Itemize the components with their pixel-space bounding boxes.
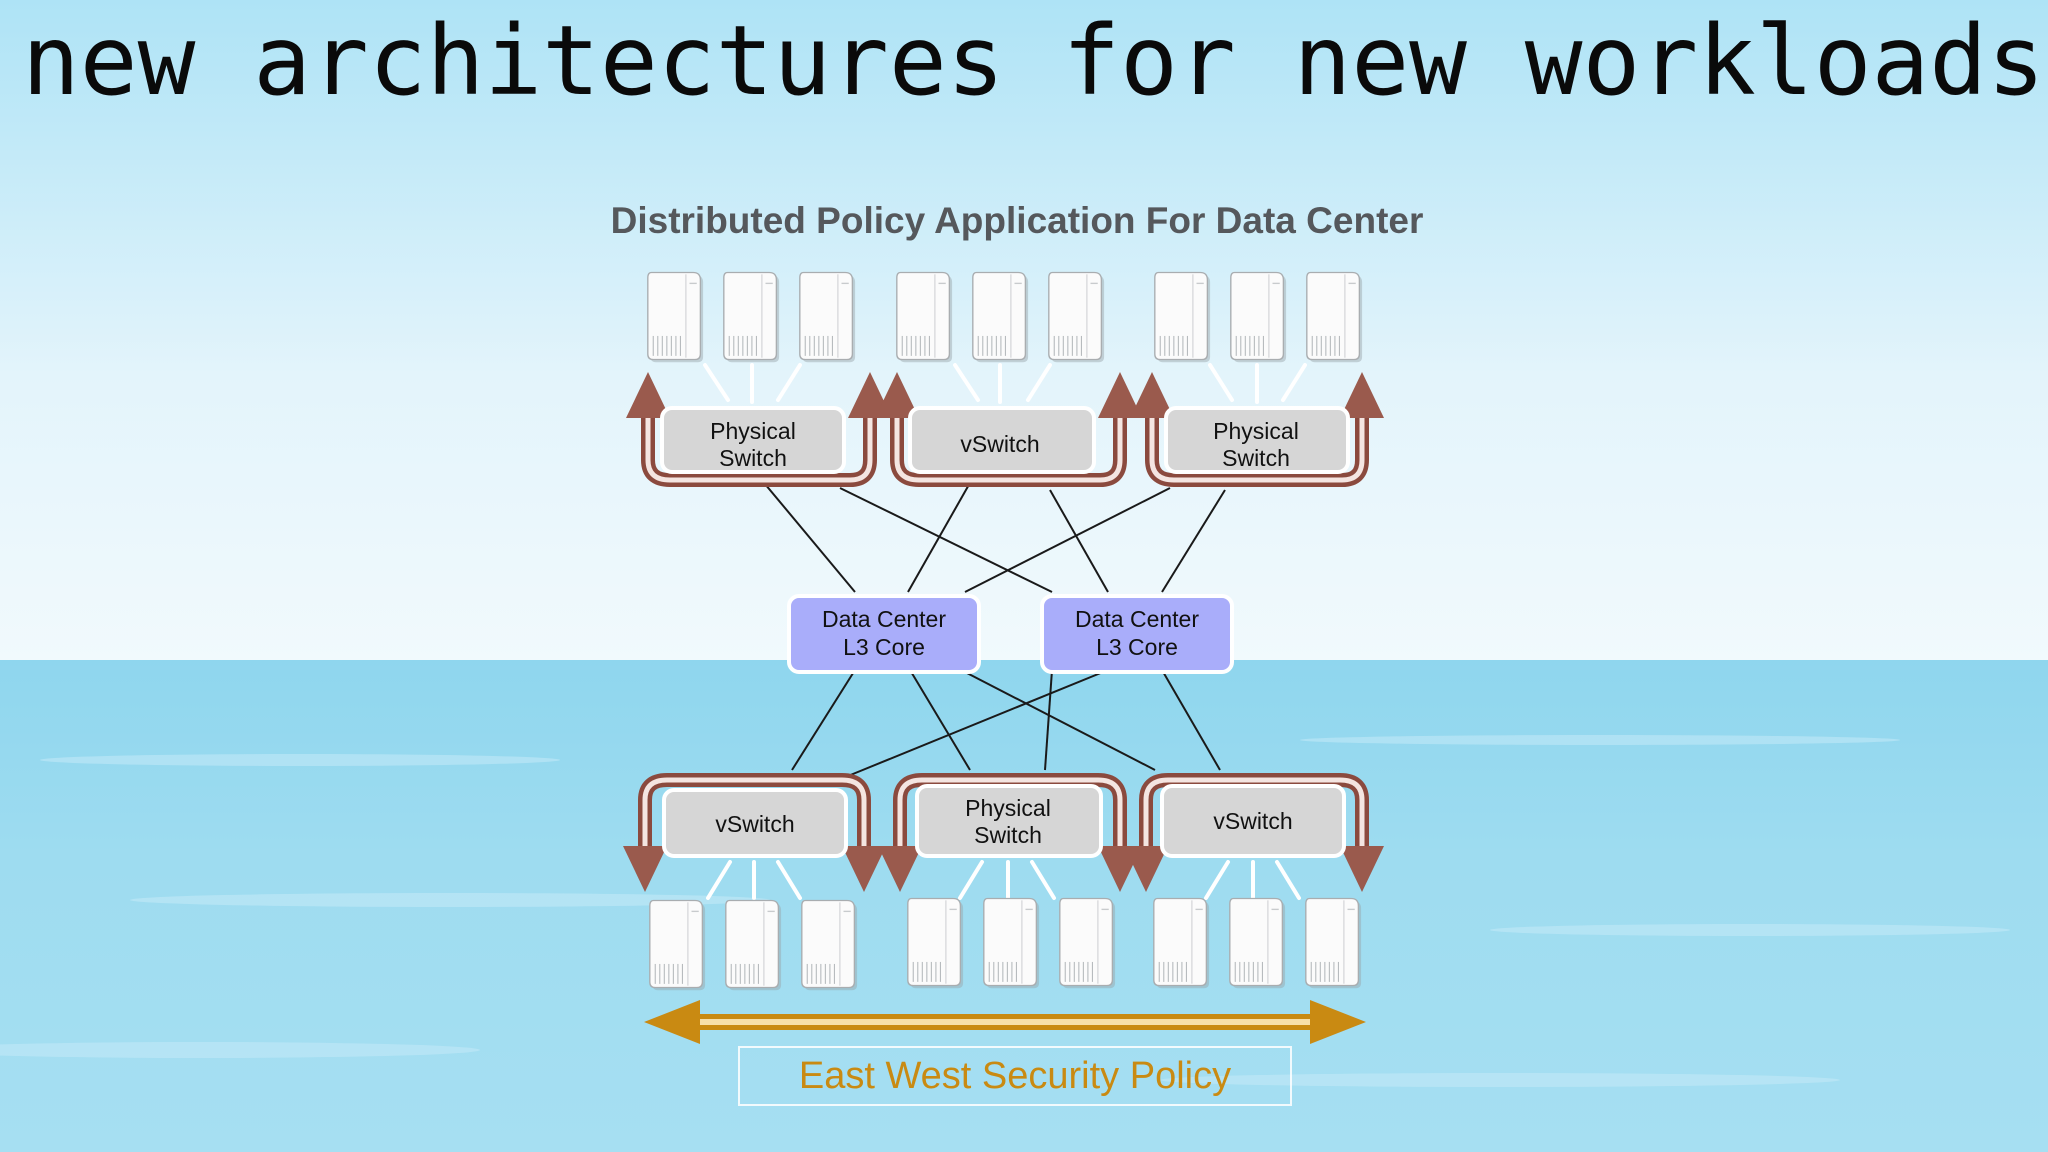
server-icon: [1153, 897, 1210, 989]
server-icon: [907, 897, 964, 989]
switch-label: Physical: [1213, 418, 1299, 444]
server-icon: [1048, 271, 1105, 363]
server-icon: [647, 271, 704, 363]
policy-label: East West Security Policy: [798, 1054, 1232, 1097]
bottom-switch-1: vSwitch: [662, 788, 848, 858]
server-icon: [972, 271, 1029, 363]
switch-label: vSwitch: [960, 431, 1039, 457]
top-switch-3: Physical Switch: [1164, 406, 1350, 474]
loop-arrow-icon: [875, 372, 1142, 487]
server-icon: [1154, 271, 1211, 363]
server-icon: [983, 897, 1040, 989]
loop-arrow-icon: [1130, 372, 1384, 487]
core-routers: Data Center L3 Core Data Center L3 Core: [787, 594, 1234, 674]
loop-arrow-icon: [623, 773, 886, 892]
slide-title: new architectures for new workloads: [22, 5, 2045, 117]
switch-label: vSwitch: [715, 811, 794, 837]
switch-label: Switch: [1222, 445, 1290, 471]
server-icon: [801, 899, 858, 991]
core-label: L3 Core: [843, 634, 925, 660]
server-icon: [723, 271, 780, 363]
core-label: Data Center: [1075, 606, 1199, 632]
server-icon: [725, 899, 782, 991]
server-icon: [1059, 897, 1116, 989]
switch-label: vSwitch: [1213, 808, 1292, 834]
top-switches: Physical Switch vSwitch Physical Switch: [660, 406, 1350, 474]
server-icon: [799, 271, 856, 363]
switch-label: Switch: [974, 822, 1042, 848]
bottom-switch-2: Physical Switch: [915, 784, 1103, 858]
policy-label-box: East West Security Policy: [738, 1046, 1292, 1106]
server-icon: [1229, 897, 1286, 989]
network-links: [719, 429, 1226, 777]
bottom-loop-arrows: [623, 773, 1384, 892]
top-servers: [647, 271, 1363, 363]
switch-label: Switch: [719, 445, 787, 471]
top-server-links: [703, 363, 1307, 404]
bottom-server-links: [706, 860, 1301, 900]
bottom-switches: vSwitch Physical Switch vSwitch: [662, 784, 1346, 858]
server-icon: [896, 271, 953, 363]
top-switch-2: vSwitch: [908, 406, 1096, 474]
core-router-2: Data Center L3 Core: [1040, 594, 1234, 674]
diagram-title: Distributed Policy Application For Data …: [610, 200, 1424, 241]
server-icon: [1305, 897, 1362, 989]
east-west-arrow-icon: [644, 1000, 1366, 1044]
top-switch-1: Physical Switch: [660, 406, 846, 474]
server-icon: [1306, 271, 1363, 363]
server-icon: [649, 899, 706, 991]
core-router-1: Data Center L3 Core: [787, 594, 981, 674]
top-loop-arrows: [626, 372, 1384, 487]
core-label: L3 Core: [1096, 634, 1178, 660]
bottom-servers: [649, 897, 1362, 991]
loop-arrow-icon: [878, 773, 1142, 892]
bottom-switch-3: vSwitch: [1160, 784, 1346, 858]
server-icon: [1230, 271, 1287, 363]
core-label: Data Center: [822, 606, 946, 632]
loop-arrow-icon: [1124, 773, 1384, 892]
switch-label: Physical: [710, 418, 796, 444]
switch-label: Physical: [965, 795, 1051, 821]
